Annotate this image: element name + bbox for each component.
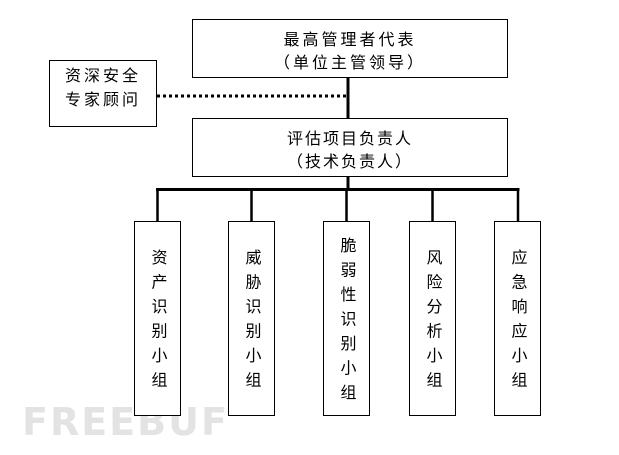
top-manager-title: 最高管理者代表: [283, 30, 417, 49]
project-lead-title: 评估项目负责人: [286, 129, 413, 148]
group-label: 脆弱性识别小组: [337, 236, 357, 409]
group-label: 应急响应小组: [508, 249, 528, 396]
group-label: 威胁识别小组: [242, 249, 262, 396]
project-lead-box: 评估项目负责人 （技术负责人）: [192, 118, 508, 177]
group-box-vulnerability: 脆弱性识别小组: [323, 221, 370, 416]
group-box-emergency-response: 应急响应小组: [494, 221, 541, 416]
security-advisor-box: 资深安全 专家顾问: [49, 60, 157, 127]
project-lead-subtitle: （技术负责人）: [286, 152, 413, 171]
advisor-line-2: 专家顾问: [64, 90, 141, 109]
freebuf-watermark-logo: FREEBUF: [22, 400, 229, 444]
top-manager-subtitle: （单位主管领导）: [273, 53, 426, 72]
group-box-threat: 威胁识别小组: [228, 221, 275, 416]
group-label: 资产识别小组: [148, 249, 168, 396]
group-label: 风险分析小组: [423, 249, 443, 396]
group-box-risk-analysis: 风险分析小组: [409, 221, 456, 416]
top-manager-box: 最高管理者代表 （单位主管领导）: [192, 19, 508, 78]
group-box-asset: 资产识别小组: [134, 221, 181, 416]
advisor-line-1: 资深安全: [64, 66, 141, 85]
